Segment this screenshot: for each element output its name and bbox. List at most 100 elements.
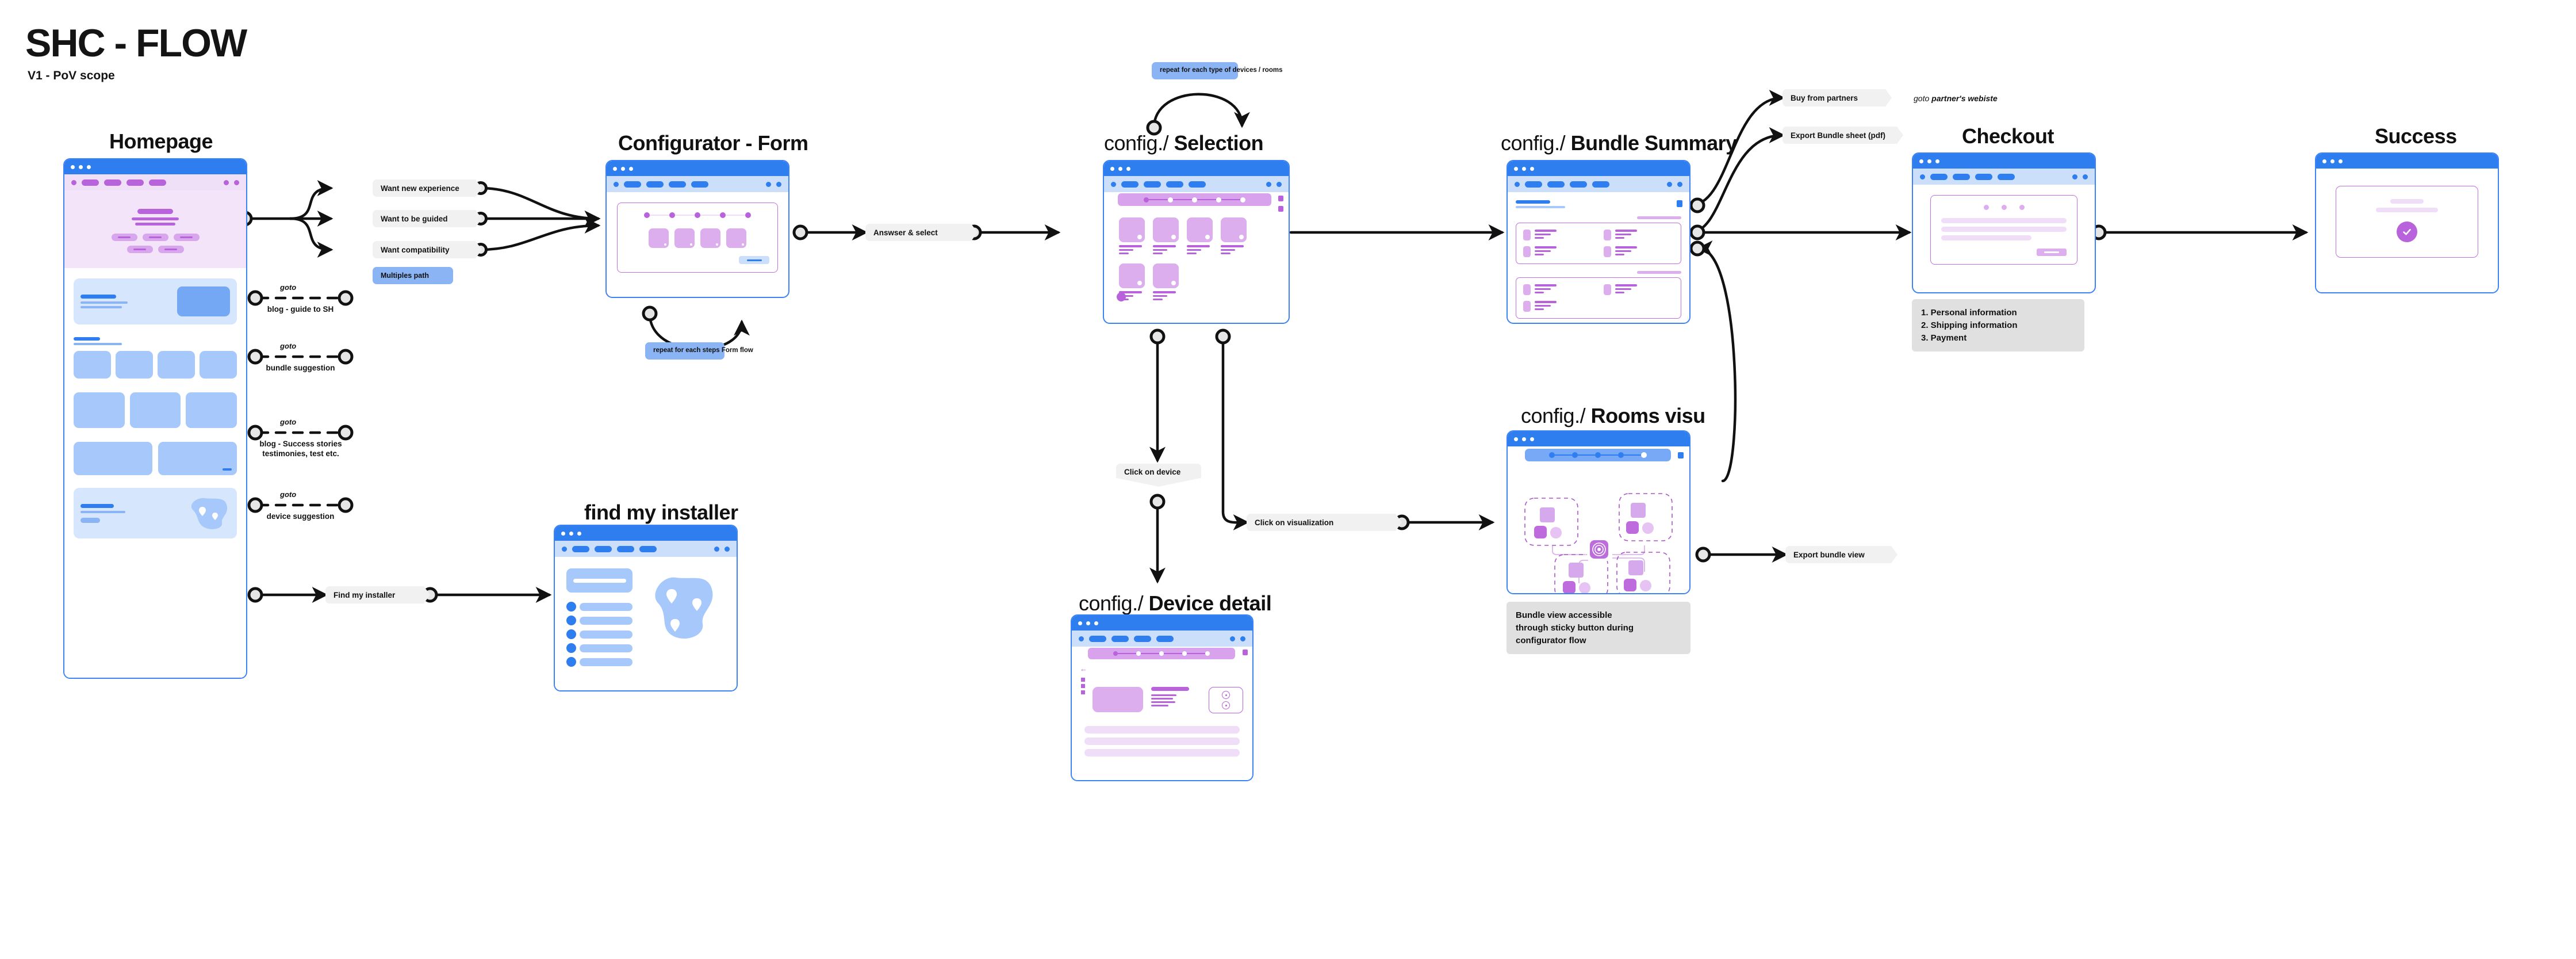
chip-export-bundle-view[interactable]: Export bundle view bbox=[1785, 546, 1897, 563]
list-item[interactable] bbox=[566, 602, 632, 612]
floating-action-button[interactable] bbox=[1117, 292, 1126, 301]
product-tile[interactable] bbox=[1221, 217, 1247, 254]
goto-target-0: blog - guide to SH bbox=[267, 305, 334, 314]
list-item[interactable] bbox=[566, 657, 632, 667]
sticky-bundle-icon[interactable] bbox=[1243, 649, 1248, 655]
stepper-band bbox=[1088, 648, 1235, 659]
sticky-bundle-icon[interactable] bbox=[1677, 200, 1682, 207]
chip-export-bundle-sheet[interactable]: Export Bundle sheet (pdf) bbox=[1782, 127, 1903, 144]
configurator-form-window[interactable] bbox=[605, 160, 789, 298]
rooms-visu-content bbox=[1508, 449, 1689, 593]
product-tile[interactable] bbox=[1153, 217, 1179, 254]
bundle-item bbox=[1604, 246, 1674, 257]
map-shape-icon bbox=[655, 577, 713, 639]
checkout-steps-note: 1. Personal information 2. Shipping info… bbox=[1912, 299, 2084, 352]
checkout-submit-button[interactable] bbox=[1941, 249, 2067, 256]
sticky-bundle-icon-2[interactable] bbox=[1278, 206, 1283, 212]
stage-title-rooms-visu: config./ Rooms visu bbox=[1521, 404, 1705, 427]
device-detail-window[interactable]: ← bbox=[1071, 614, 1254, 781]
chip-answer-and-select[interactable]: Answser & select bbox=[865, 224, 977, 241]
window-titlebar bbox=[64, 159, 246, 174]
find-my-installer-window[interactable] bbox=[554, 525, 738, 691]
device-detail-content: ← bbox=[1072, 648, 1252, 780]
thumbnail-list bbox=[1081, 678, 1085, 694]
chip-want-to-be-guided[interactable]: Want to be guided bbox=[373, 210, 482, 227]
installer-block bbox=[74, 488, 237, 538]
window-navbar bbox=[1072, 631, 1252, 647]
product-tile[interactable] bbox=[1119, 217, 1145, 254]
badge-multiples-path: Multiples path bbox=[373, 267, 453, 284]
list-item[interactable] bbox=[566, 629, 632, 639]
product-tile[interactable] bbox=[1119, 263, 1145, 300]
page-subtitle: V1 - PoV scope bbox=[28, 69, 115, 82]
bundle-summary-window[interactable] bbox=[1506, 160, 1690, 324]
chip-click-on-device[interactable]: Click on device bbox=[1116, 464, 1201, 487]
installer-list bbox=[566, 568, 632, 690]
list-item[interactable] bbox=[566, 616, 632, 625]
window-titlebar bbox=[1072, 616, 1252, 631]
selection-content bbox=[1104, 193, 1289, 306]
window-titlebar bbox=[2316, 154, 2498, 169]
chip-want-new-experience[interactable]: Want new experience bbox=[373, 179, 482, 197]
bundle-item bbox=[1604, 230, 1674, 240]
next-button[interactable] bbox=[626, 256, 769, 264]
stage-title-find-my-installer: find my installer bbox=[584, 500, 738, 524]
sticky-bundle-icon[interactable] bbox=[1678, 452, 1684, 459]
stage-title-bundle-summary: config./ Bundle Summary bbox=[1501, 131, 1737, 155]
bundle-item bbox=[1604, 284, 1674, 295]
form-card bbox=[617, 203, 778, 273]
success-window[interactable] bbox=[2315, 152, 2499, 293]
rooms-topology-diagram bbox=[1524, 493, 1673, 593]
stage-title-checkout: Checkout bbox=[1962, 124, 2054, 148]
stage-title-selection: config./ Selection bbox=[1104, 131, 1264, 155]
window-titlebar bbox=[555, 526, 737, 541]
window-titlebar bbox=[1508, 161, 1689, 176]
quantity-stepper[interactable] bbox=[1209, 687, 1243, 713]
chip-click-on-visualization[interactable]: Click on visualization bbox=[1247, 514, 1402, 531]
chip-find-my-installer[interactable]: Find my installer bbox=[325, 586, 430, 603]
window-titlebar bbox=[607, 161, 788, 176]
bundle-item bbox=[1523, 246, 1593, 257]
back-arrow-icon[interactable]: ← bbox=[1080, 664, 1087, 673]
product-info bbox=[1151, 687, 1201, 706]
window-navbar bbox=[1913, 169, 2095, 185]
product-grid-row bbox=[1104, 206, 1289, 254]
chip-want-compatibility[interactable]: Want compatibility bbox=[373, 241, 482, 258]
testimonial-section bbox=[74, 442, 237, 475]
product-tile[interactable] bbox=[1187, 217, 1213, 254]
homepage-window[interactable] bbox=[63, 158, 247, 679]
stage-title-device-detail: config./ Device detail bbox=[1079, 591, 1272, 615]
bundle-item bbox=[1523, 284, 1593, 295]
detail-rows bbox=[1072, 713, 1252, 756]
product-image bbox=[1092, 687, 1143, 712]
homepage-content bbox=[64, 190, 246, 678]
bundle-view-note: Bundle view accessible through sticky bu… bbox=[1506, 602, 1690, 655]
feature-block bbox=[74, 278, 237, 324]
bundle-group bbox=[1516, 223, 1681, 264]
goto-target-1: bundle suggestion bbox=[266, 364, 335, 372]
badge-repeat-form-flow: repeat for each steps Form flow bbox=[645, 342, 753, 360]
stage-title-homepage: Homepage bbox=[109, 129, 213, 153]
goto-label-2: goto bbox=[280, 418, 297, 426]
rooms-visu-window[interactable] bbox=[1506, 430, 1690, 594]
selection-window[interactable] bbox=[1103, 160, 1290, 324]
search-input[interactable] bbox=[566, 568, 632, 593]
sticky-bundle-icon[interactable] bbox=[1278, 196, 1283, 201]
success-check-icon bbox=[2397, 221, 2417, 242]
cards-section bbox=[74, 337, 237, 379]
success-card bbox=[2336, 186, 2478, 258]
list-item[interactable] bbox=[566, 643, 632, 653]
chip-buy-from-partners[interactable]: Buy from partners bbox=[1782, 89, 1892, 106]
goto-target-3: device suggestion bbox=[266, 512, 335, 521]
window-navbar bbox=[607, 176, 788, 192]
stepper-band bbox=[1525, 449, 1671, 461]
checkout-window[interactable] bbox=[1912, 152, 2096, 293]
window-navbar bbox=[1104, 176, 1289, 192]
choice-tiles bbox=[626, 228, 769, 248]
window-titlebar bbox=[1104, 161, 1289, 176]
stage-title-success: Success bbox=[2375, 124, 2457, 148]
checkout-form-card bbox=[1930, 195, 2077, 265]
product-tile[interactable] bbox=[1153, 263, 1179, 300]
